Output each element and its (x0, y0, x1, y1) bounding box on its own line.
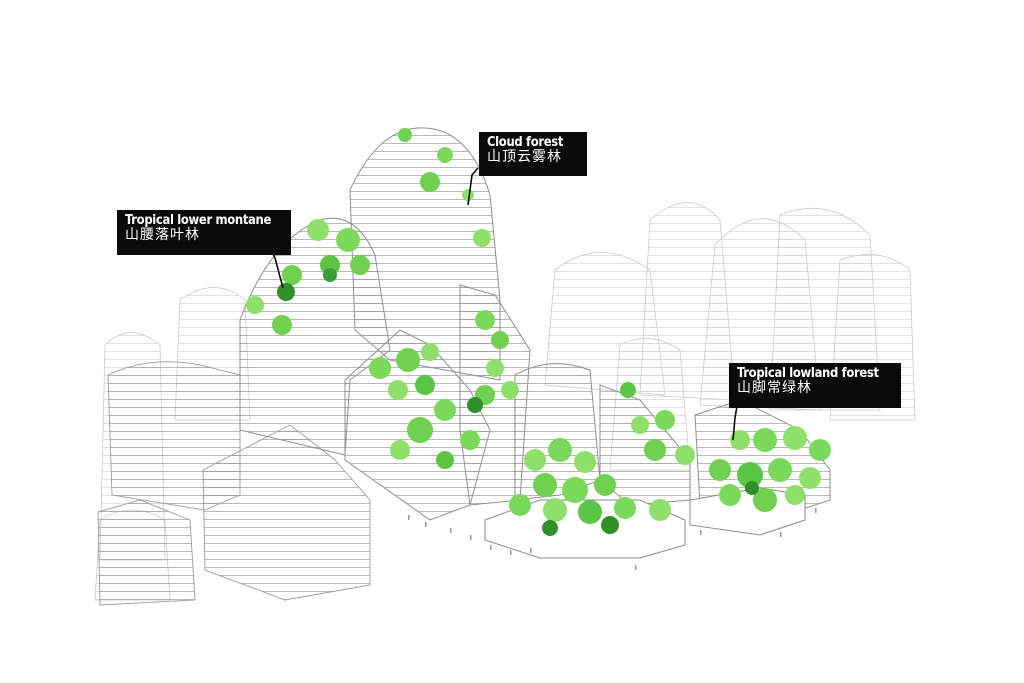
callout-cloud-forest: Cloud forest 山顶云雾林 (479, 132, 587, 176)
left-buildings (97, 361, 371, 606)
callout-tropical-lowland-forest-en: Tropical lowland forest (737, 365, 879, 381)
callout-cloud-forest-zh: 山顶云雾林 (487, 149, 562, 166)
callout-tropical-lowland-forest-zh: 山脚常绿林 (737, 380, 812, 397)
tree-canopy (246, 128, 831, 536)
callout-cloud-forest-en: Cloud forest (487, 134, 564, 150)
callout-tropical-lowland-forest: Tropical lowland forest 山脚常绿林 (729, 363, 901, 408)
ground-figures (408, 508, 817, 570)
callout-tropical-lower-montane: Tropical lower montane 山腰落叶林 (117, 210, 291, 255)
callout-tropical-lower-montane-en: Tropical lower montane (125, 212, 271, 228)
callout-tropical-lower-montane-zh: 山腰落叶林 (125, 227, 200, 244)
